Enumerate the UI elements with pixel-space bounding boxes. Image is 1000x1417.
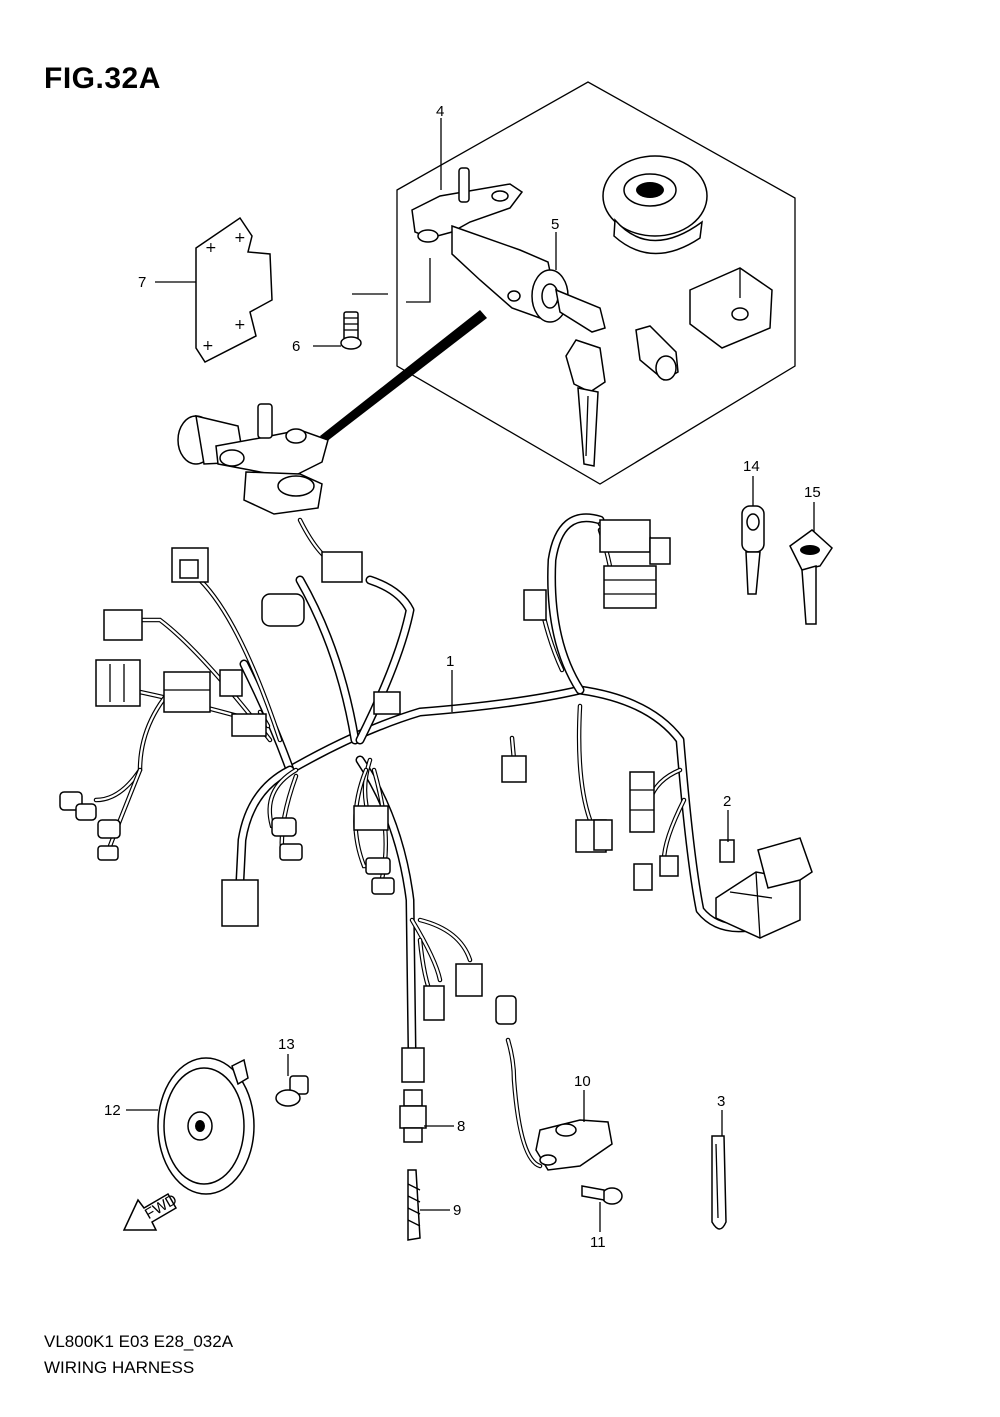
svg-text:+: + [205, 240, 217, 256]
callout-13: 13 [278, 1036, 295, 1053]
lock-cylinder [635, 325, 679, 381]
ignition-switch [177, 403, 329, 515]
callout-11: 11 [590, 1234, 606, 1251]
sensor [535, 1119, 613, 1171]
figure-title: FIG.32A [44, 62, 161, 95]
callout-3: 3 [717, 1093, 725, 1110]
callout-4: 4 [436, 103, 444, 120]
callout-8: 8 [457, 1118, 465, 1135]
svg-text:+: + [234, 230, 246, 246]
diagram-name: WIRING HARNESS [44, 1358, 195, 1377]
callout-2: 2 [723, 793, 731, 810]
bolt-11 [581, 1185, 623, 1205]
neutral-switch [399, 1089, 427, 1143]
bolt-13 [275, 1075, 309, 1107]
svg-text:+: + [234, 317, 246, 333]
callout-numbers: 1 2 3 4 5 6 7 8 9 10 11 12 13 14 15 [104, 103, 821, 1251]
callout-6: 6 [292, 338, 300, 355]
callout-7: 7 [138, 274, 146, 291]
clamp [711, 1135, 727, 1230]
spring [407, 1169, 421, 1241]
callout-14: 14 [743, 458, 760, 475]
leader-lines [126, 232, 815, 1232]
screw [340, 311, 362, 350]
forward-arrow: FWD [122, 1191, 180, 1231]
callout-5: 5 [551, 216, 559, 233]
callout-12: 12 [104, 1102, 121, 1119]
wiring-harness [59, 513, 765, 1169]
fuse-box [715, 837, 813, 939]
horn [157, 1057, 255, 1195]
callout-10: 10 [574, 1073, 591, 1090]
callout-9: 9 [453, 1202, 461, 1219]
seat-lock [689, 267, 773, 349]
key-15 [789, 529, 833, 625]
callout-15: 15 [804, 484, 821, 501]
fwd-label: FWD [142, 1191, 180, 1223]
diagram-code: VL800K1 E03 E28_032A [44, 1332, 234, 1351]
ignition-switch-inset [411, 167, 606, 467]
svg-text:+: + [202, 338, 214, 354]
ignition-set-inset [320, 81, 796, 485]
switch-cover [602, 155, 708, 255]
key-blank-14 [741, 505, 765, 595]
callout-1: 1 [446, 653, 454, 670]
plate: + + + + [195, 216, 273, 363]
